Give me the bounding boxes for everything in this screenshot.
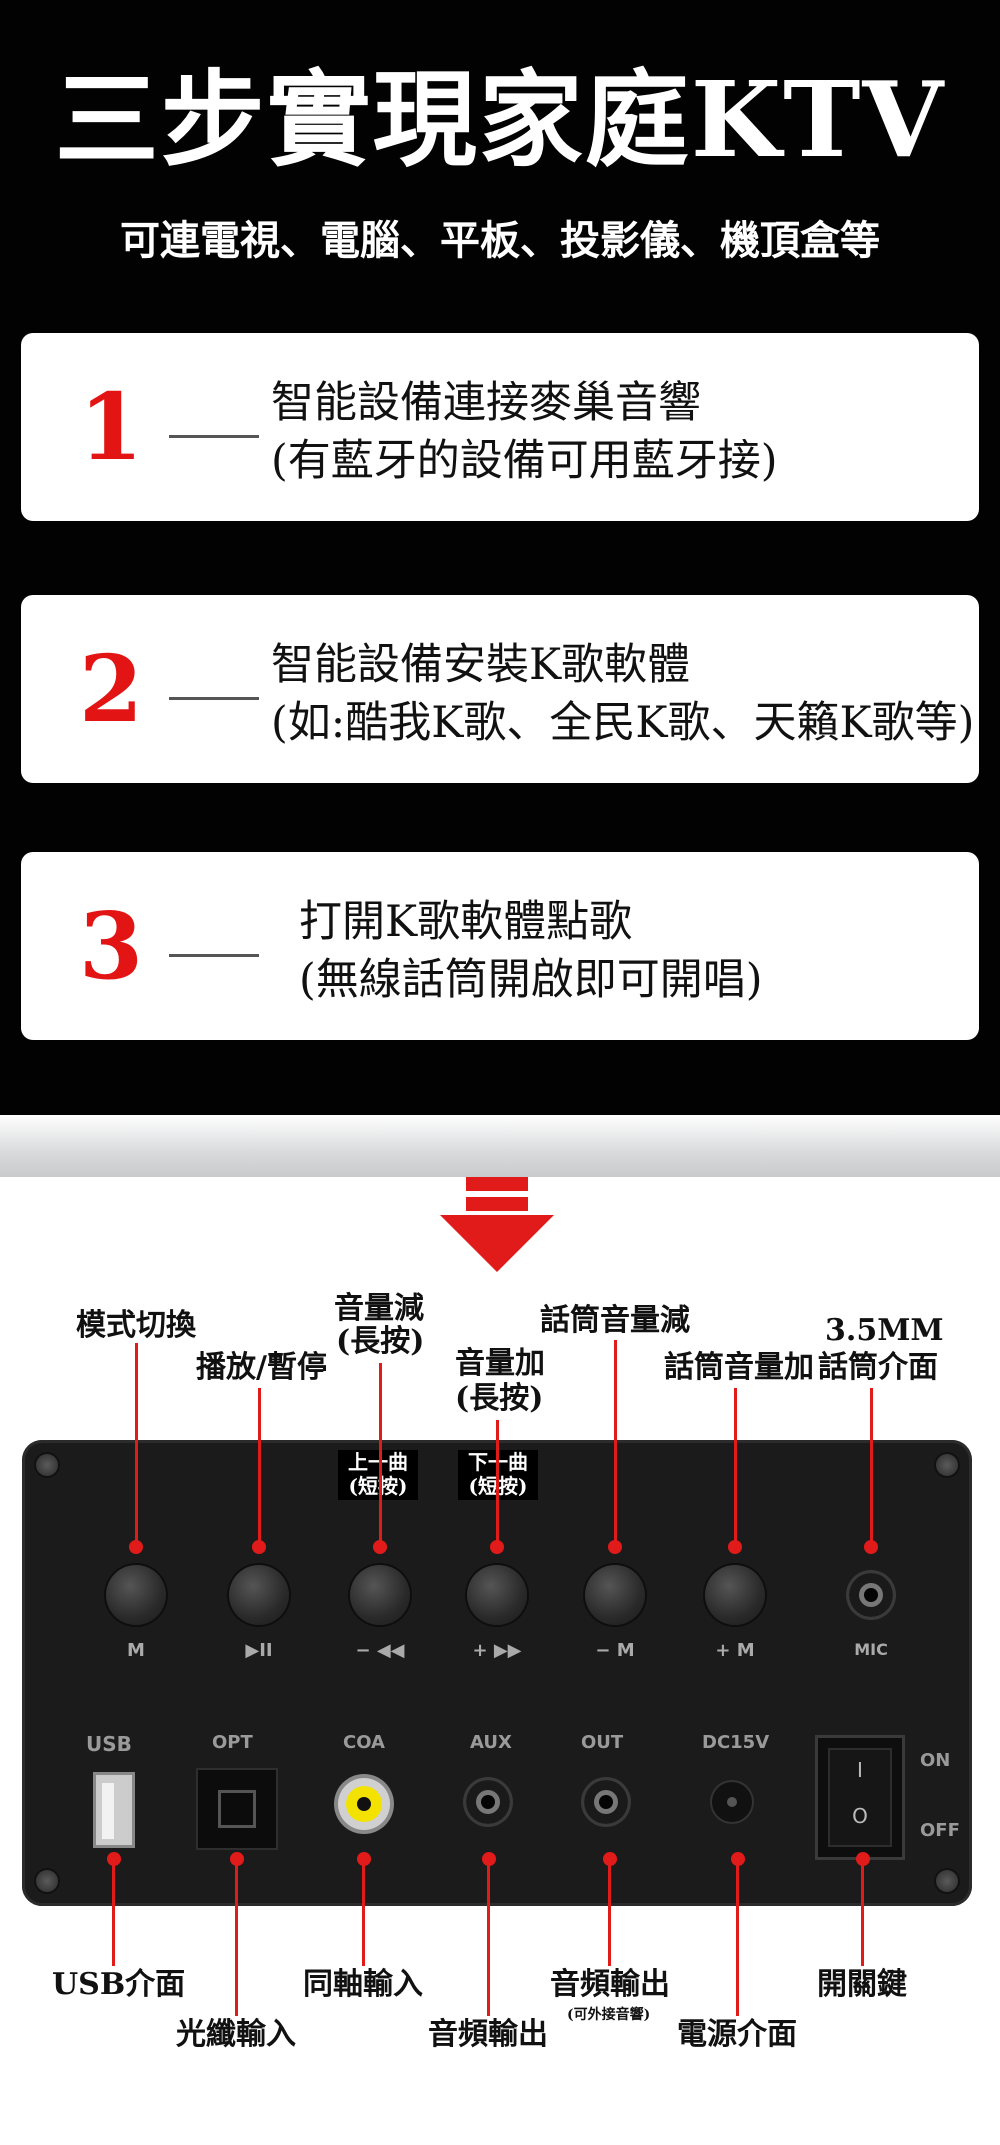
- pointer-line: [362, 1858, 365, 1966]
- pointer-line: [496, 1420, 499, 1547]
- step-card-3: 3 打開K歌軟體點歌 (無線話筒開啟即可開唱): [21, 852, 979, 1040]
- dc-label: DC15V: [702, 1732, 770, 1753]
- coa-label: COA: [343, 1732, 385, 1753]
- step-card-1: 1 智能設備連接麥巢音響 (有藍牙的設備可用藍牙接): [21, 333, 979, 521]
- pointer-dot: [252, 1540, 266, 1554]
- label-out-hint: (可外接音響): [567, 2007, 651, 2023]
- step-dash: [169, 435, 259, 438]
- step-title: 打開K歌軟體點歌: [299, 897, 633, 947]
- pointer-line: [135, 1343, 138, 1547]
- label-out: 音頻輸出: [550, 1967, 670, 2002]
- pointer-line: [112, 1858, 115, 1966]
- section-divider: [0, 1115, 1000, 1177]
- step-note: (有藍牙的設備可用藍牙接): [271, 436, 778, 486]
- coaxial-port[interactable]: [338, 1778, 390, 1830]
- label-coaxial: 同軸輸入: [303, 1967, 423, 2002]
- pointer-dot: [129, 1540, 143, 1554]
- screw-icon: [36, 1870, 58, 1892]
- step-dash: [169, 697, 259, 700]
- label-optical: 光纖輸入: [176, 2017, 296, 2052]
- aux-label: AUX: [470, 1732, 512, 1753]
- dc-power-port[interactable]: [712, 1782, 752, 1822]
- hero-section: 三步實現家庭KTV 可連電視、電腦、平板、投影儀、機頂盒等 1 智能設備連接麥巢…: [0, 0, 1000, 1115]
- power-switch[interactable]: I O: [815, 1735, 905, 1860]
- switch-on-mark: I: [857, 1758, 863, 1782]
- step-note: (如:酷我K歌、全民K歌、天籟K歌等): [271, 698, 975, 748]
- mic-label: MIC: [854, 1640, 888, 1659]
- step-card-2: 2 智能設備安裝K歌軟體 (如:酷我K歌、全民K歌、天籟K歌等): [21, 595, 979, 783]
- step-title: 智能設備連接麥巢音響: [271, 378, 701, 428]
- pointer-line: [861, 1858, 864, 1966]
- label-vol-down-hint: (長按): [336, 1324, 425, 1359]
- volume-down-button[interactable]: [350, 1565, 410, 1625]
- aux-jack[interactable]: [466, 1780, 510, 1824]
- label-mode: 模式切換: [76, 1308, 196, 1343]
- pointer-line: [487, 1858, 490, 2016]
- step-title: 智能設備安裝K歌軟體: [271, 640, 691, 690]
- step-number: 3: [79, 892, 144, 1000]
- pointer-dot: [373, 1540, 387, 1554]
- mic-jack[interactable]: [849, 1573, 893, 1617]
- opt-label: OPT: [212, 1732, 253, 1753]
- step-note: (無線話筒開啟即可開唱): [299, 955, 763, 1005]
- page-title: 三步實現家庭KTV: [54, 58, 946, 181]
- play-pause-icon: ▶II: [245, 1640, 273, 1661]
- pointer-dot: [608, 1540, 622, 1554]
- mic-volume-down-button[interactable]: [585, 1565, 645, 1625]
- pointer-line: [608, 1858, 611, 1966]
- label-mic-port: 話筒介面: [818, 1350, 938, 1385]
- label-vol-up: 音量加: [455, 1346, 545, 1381]
- volume-down-icon: − ◀◀: [355, 1640, 405, 1661]
- pointer-line: [870, 1388, 873, 1547]
- step-number: 1: [79, 373, 144, 481]
- volume-up-button[interactable]: [467, 1565, 527, 1625]
- volume-up-icon: + ▶▶: [472, 1640, 522, 1661]
- switch-off-label: OFF: [920, 1820, 960, 1841]
- label-vol-up-hint: (長按): [455, 1381, 544, 1416]
- mode-button[interactable]: [106, 1565, 166, 1625]
- label-aux: 音頻輸出: [428, 2017, 548, 2052]
- pointer-line: [734, 1388, 737, 1547]
- page-subtitle: 可連電視、電腦、平板、投影儀、機頂盒等: [120, 217, 880, 264]
- mic-volume-up-label: + M: [715, 1640, 755, 1661]
- pointer-dot: [728, 1540, 742, 1554]
- pointer-line: [379, 1363, 382, 1547]
- pointer-dot: [490, 1540, 504, 1554]
- step-number: 2: [79, 635, 144, 743]
- screw-icon: [936, 1454, 958, 1476]
- out-label: OUT: [581, 1732, 624, 1753]
- play-pause-button[interactable]: [229, 1565, 289, 1625]
- switch-off-mark: O: [852, 1804, 868, 1828]
- screw-icon: [36, 1454, 58, 1476]
- label-mic-size: 3.5MM: [825, 1313, 944, 1348]
- pointer-line: [235, 1858, 238, 2016]
- mic-volume-down-label: − M: [595, 1640, 635, 1661]
- step-dash: [169, 954, 259, 957]
- switch-on-label: ON: [920, 1750, 951, 1771]
- label-switch: 開關鍵: [817, 1967, 907, 2002]
- optical-port[interactable]: [196, 1768, 278, 1850]
- mode-button-label: M: [127, 1640, 145, 1661]
- prev-track-label: 上一曲: [348, 1450, 408, 1474]
- mic-volume-up-button[interactable]: [705, 1565, 765, 1625]
- prev-track-tag: 上一曲 (短按): [338, 1450, 418, 1500]
- usb-label: USB: [86, 1732, 132, 1756]
- screw-icon: [936, 1870, 958, 1892]
- pointer-line: [258, 1388, 261, 1547]
- label-dc: 電源介面: [677, 2017, 797, 2052]
- label-mic-vol-up: 話筒音量加: [664, 1350, 814, 1385]
- out-jack[interactable]: [584, 1780, 628, 1824]
- prev-track-hint: (短按): [348, 1474, 408, 1498]
- pointer-dot: [864, 1540, 878, 1554]
- label-vol-down: 音量減: [334, 1291, 424, 1326]
- usb-port[interactable]: [93, 1772, 135, 1848]
- down-arrow-icon: [440, 1177, 554, 1272]
- pointer-line: [614, 1340, 617, 1547]
- label-play-pause: 播放/暫停: [196, 1350, 327, 1385]
- pointer-line: [736, 1858, 739, 2016]
- label-mic-vol-down: 話筒音量減: [540, 1303, 690, 1338]
- label-usb: USB介面: [52, 1967, 186, 2002]
